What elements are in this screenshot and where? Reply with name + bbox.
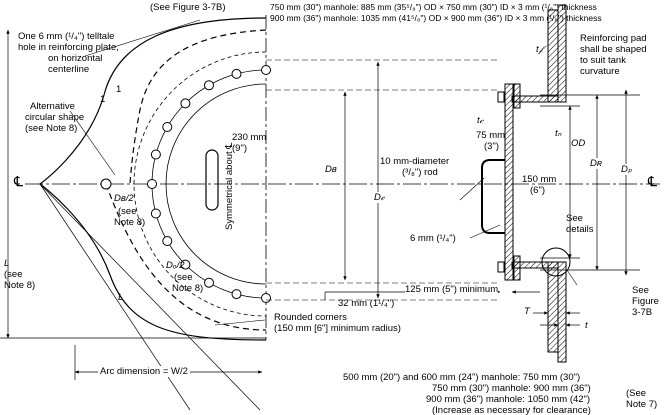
bolt-hole xyxy=(147,179,157,189)
leaders xyxy=(69,19,578,326)
db2-label: Dʙ/2 xyxy=(114,193,134,204)
dim-32: 32 mm (1¹/₄") xyxy=(338,298,395,309)
bolt-hole xyxy=(231,68,242,79)
handle-rod xyxy=(481,159,505,234)
see-figure-top: (See Figure 3-7B) xyxy=(150,2,226,13)
tc-label: t𝒸 xyxy=(477,115,484,126)
rod-label-2: (³/₈") rod xyxy=(402,167,438,178)
bolt-hole xyxy=(180,259,191,270)
rod-label-1: 10 mm-diameter xyxy=(380,156,450,167)
OD-label: OD xyxy=(571,138,586,149)
telltale-hole xyxy=(100,178,112,190)
telltale-note-3: on horizontal xyxy=(48,53,103,64)
telltale-note-1: One 6 mm (¹/₄") telltale xyxy=(18,31,115,42)
cover-flange xyxy=(497,83,521,281)
symmetrical-label: Symmetrical about ℄ xyxy=(224,142,235,230)
see-note7-1: (See xyxy=(626,388,647,399)
Dp-label: Dₚ xyxy=(621,164,632,175)
tank-shell-section xyxy=(547,4,567,363)
manhole-sizes-4: (Increase as necessary for clearance) xyxy=(432,405,591,415)
centerline-right: ℄ xyxy=(648,173,657,189)
see-details-1: See xyxy=(566,213,583,224)
do2-see: (see xyxy=(174,272,193,283)
tf-label: t𝒻 xyxy=(536,44,543,55)
rounded-corners-1: Rounded corners xyxy=(274,312,347,323)
see-fig-bottom-3: 3-7B xyxy=(632,307,653,318)
bolt-hole xyxy=(204,277,214,288)
bolt-hole xyxy=(162,122,173,132)
L-dimensions xyxy=(0,29,266,411)
rod-slot xyxy=(205,149,219,211)
bolt-holes xyxy=(147,65,271,303)
slope-1b: 1 xyxy=(100,94,106,105)
extension-lines xyxy=(266,59,500,301)
slope-1: 1 xyxy=(116,84,122,95)
see-fig-bottom-1: See xyxy=(632,285,649,296)
do2-note: Note 8) xyxy=(172,283,204,294)
bolt-hole xyxy=(261,65,271,75)
detail-circle xyxy=(541,247,571,277)
manhole-sizes-1: 500 mm (20") and 600 mm (24") manhole: 7… xyxy=(343,372,581,383)
Db-label: Dʙ xyxy=(325,164,337,175)
dim-230: 230 mm xyxy=(232,132,267,143)
alt-shape-3: (see Note 8) xyxy=(25,123,78,134)
see-fig-bottom-2: Figure xyxy=(632,296,659,307)
L-left: L xyxy=(4,258,10,269)
manhole-sizes-2: 750 mm (30") manhole: 900 mm (36") xyxy=(432,383,591,394)
weld-6mm: 6 mm (¹/₄") xyxy=(410,233,456,244)
dim-3: (3") xyxy=(484,141,499,152)
manhole-750-spec: 750 mm (30") manhole: 885 mm (35⁵/₈") OD… xyxy=(270,2,597,12)
reinforcing-pad-note-4: curvature xyxy=(580,66,620,77)
alt-shape-1: Alternative xyxy=(30,101,75,112)
reinforcing-pad-note-2: shall be shaped xyxy=(580,44,647,55)
db2-see: (see xyxy=(118,206,137,217)
L-mid: L xyxy=(118,292,124,303)
telltale-note-2: hole in reinforcing plate, xyxy=(18,42,119,53)
dim-9: (9") xyxy=(232,143,247,154)
tn-label: tₙ xyxy=(555,128,562,139)
rounded-corners-2: (150 mm [6"] minimum radius) xyxy=(274,323,401,334)
L-left-note: Note 8) xyxy=(4,280,36,291)
see-details-2: details xyxy=(566,224,594,235)
reinforcing-pad-note-3: to suit tank xyxy=(580,55,626,66)
arc-dimension: Arc dimension = W/2 xyxy=(98,366,190,377)
alt-shape-2: circular shape xyxy=(25,112,85,123)
do2-label: Dₒ/2 xyxy=(166,260,185,271)
bolt-hole xyxy=(180,98,191,109)
dim-125: 125 mm (5") minimum xyxy=(405,284,499,295)
dim-75: 75 mm xyxy=(476,130,506,141)
reinforcing-pad-note-1: Reinforcing pad xyxy=(580,33,647,44)
T-label: T xyxy=(524,306,530,317)
bolt-hole xyxy=(204,80,214,91)
t-label: t xyxy=(585,320,588,331)
dim-150: 150 mm xyxy=(522,174,557,185)
db2-note: Note 8) xyxy=(114,217,146,228)
manhole-sizes-3: 900 mm (36") manhole: 1050 mm (42") xyxy=(426,394,591,405)
centerline-left: ℄ xyxy=(14,173,23,189)
L-left-see: (see xyxy=(4,269,23,280)
Dc-label: D𝒸 xyxy=(374,192,385,203)
manhole-900-spec: 900 mm (36") manhole: 1035 mm (41⁵/₈") O… xyxy=(270,13,602,23)
dim-6: (6") xyxy=(530,185,545,196)
bolt-hole xyxy=(261,293,271,303)
bolt-hole xyxy=(150,208,161,219)
bolt-hole xyxy=(150,149,161,160)
diameter-dimensions xyxy=(343,61,640,299)
thickness-dims xyxy=(533,311,580,327)
telltale-note-4: centerline xyxy=(48,64,90,75)
DR-label: Dʀ xyxy=(590,158,602,169)
bolt-hole xyxy=(162,236,173,246)
bolt-hole xyxy=(231,289,242,300)
see-note7-2: Note 7) xyxy=(626,399,658,410)
